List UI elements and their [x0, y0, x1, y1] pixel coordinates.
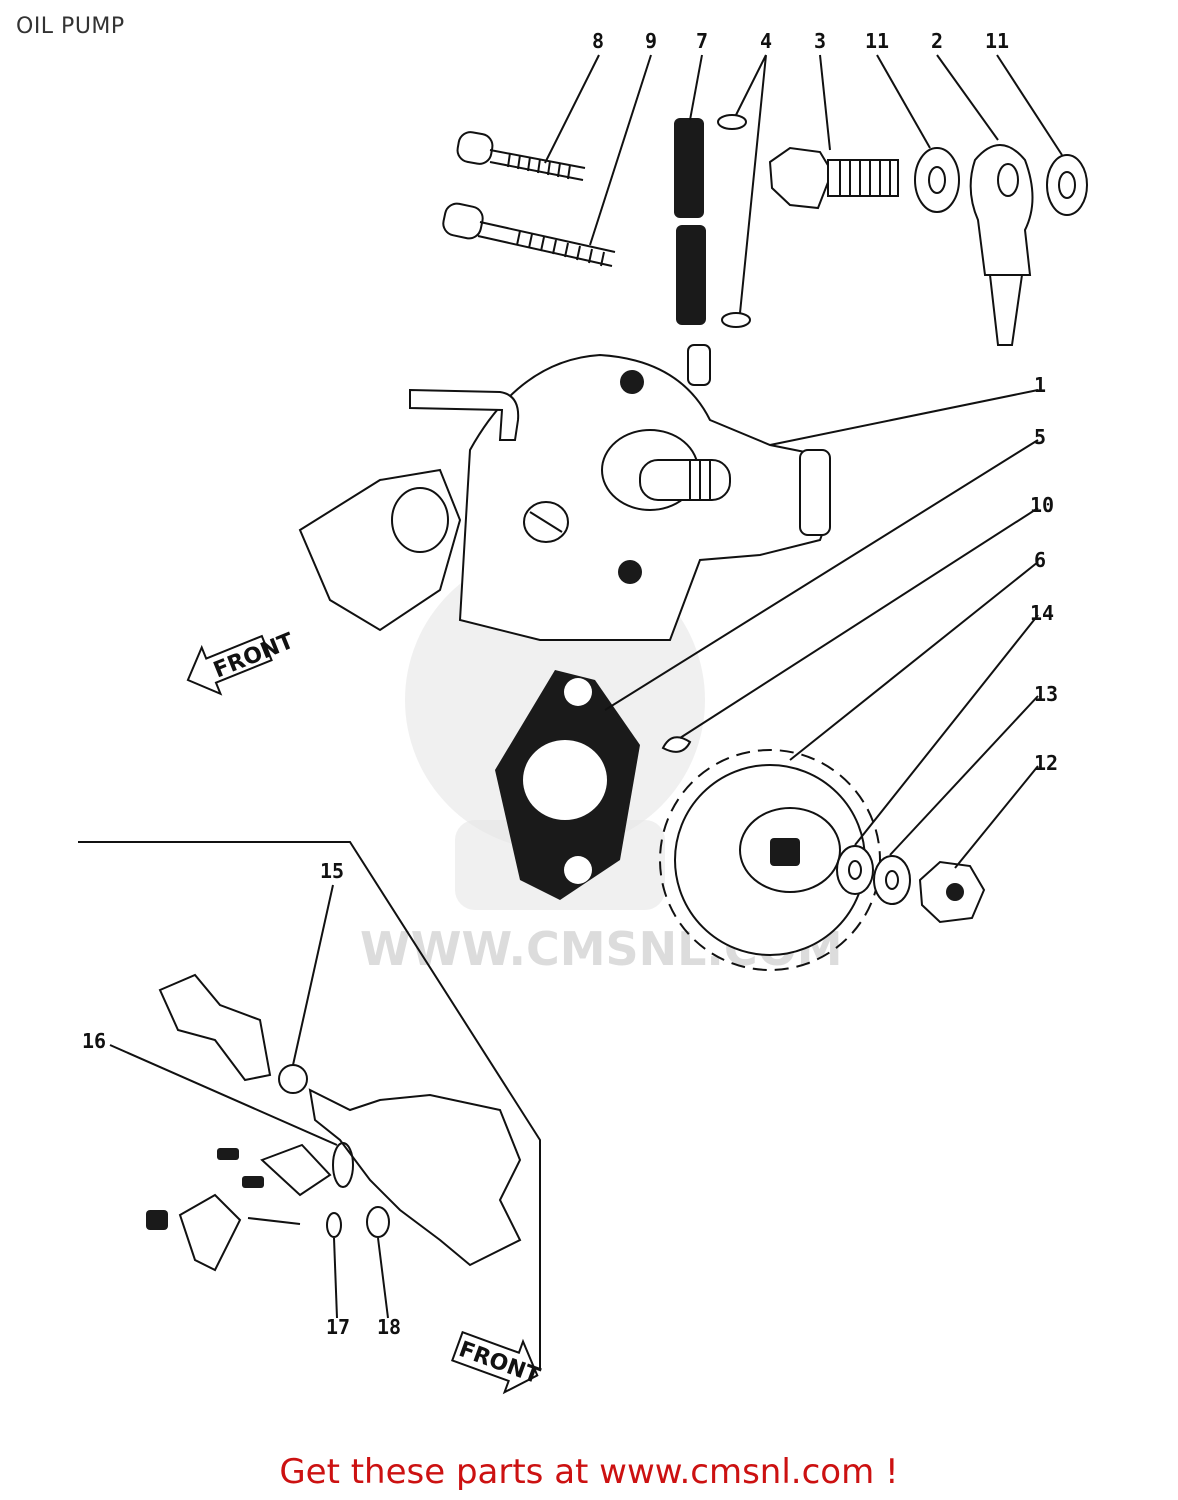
callout-3: 3 — [814, 29, 826, 53]
page-title: OIL PUMP — [16, 14, 125, 39]
part-12-nut — [918, 860, 986, 924]
lower-assembly-bracket — [78, 841, 541, 1370]
part-9-bolt — [442, 202, 616, 267]
callout-13: 13 — [1034, 682, 1058, 706]
part-1-pump-body — [298, 344, 831, 641]
part-10-key — [661, 736, 692, 753]
part-4-clips — [717, 114, 751, 328]
part-11-washers — [914, 147, 1088, 216]
callout-10: 10 — [1030, 493, 1054, 517]
footer-parts-link[interactable]: Get these parts at www.cmsnl.com ! — [279, 1452, 899, 1492]
callout-11-right: 11 — [985, 29, 1009, 53]
callout-11-left: 11 — [865, 29, 889, 53]
part-2-banjo-fitting — [969, 144, 1034, 346]
callout-1: 1 — [1034, 373, 1046, 397]
callout-2: 2 — [931, 29, 943, 53]
callout-15: 15 — [320, 859, 344, 883]
part-6-gear — [659, 749, 881, 971]
part-13-lockwasher — [873, 855, 911, 905]
callout-9: 9 — [645, 29, 657, 53]
front-arrow-upper: FRONT — [186, 629, 297, 696]
part-14-washer — [836, 845, 874, 895]
front-arrow-lower: FRONT — [451, 1330, 543, 1395]
callout-17: 17 — [326, 1315, 350, 1339]
leader-lines — [109, 54, 1063, 1319]
front-label-upper: FRONT — [210, 629, 297, 684]
callout-14: 14 — [1030, 601, 1054, 625]
callout-7: 7 — [696, 29, 708, 53]
part-8-bolt — [456, 131, 586, 181]
callout-18: 18 — [377, 1315, 401, 1339]
callout-6: 6 — [1034, 548, 1046, 572]
part-7-hose — [674, 118, 706, 325]
part-5-gasket — [495, 670, 640, 900]
callout-8: 8 — [592, 29, 604, 53]
part-3-banjo-bolt — [768, 146, 899, 210]
lower-pump-assembly — [146, 973, 522, 1272]
callout-12: 12 — [1034, 751, 1058, 775]
callout-4: 4 — [760, 29, 772, 53]
oil-pump-exploded-diagram: WWW.CMSNL.COM — [78, 29, 1088, 1395]
callout-5: 5 — [1034, 425, 1046, 449]
callout-16: 16 — [82, 1029, 106, 1053]
